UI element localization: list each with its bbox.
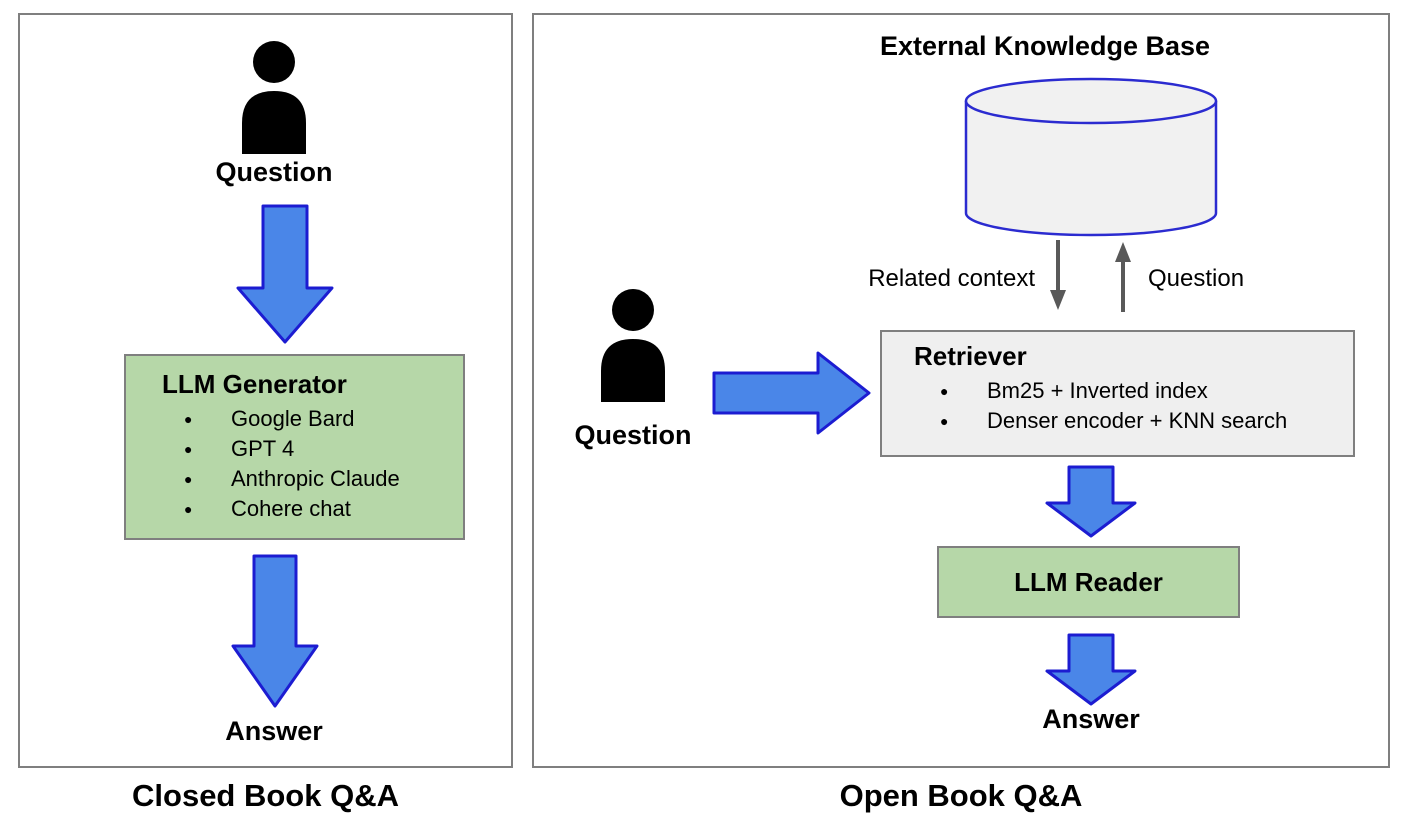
knowledge-base-title: External Knowledge Base [879,31,1211,61]
question-label: Question [215,157,333,187]
llm-reader-title: LLM Reader [1014,566,1163,597]
closed-book-caption: Closed Book Q&A [132,778,399,813]
list-item: Google Bard [126,404,463,434]
list-item: GPT 4 [126,434,463,464]
down-arrow-icon [1045,633,1137,706]
answer-label: Answer [225,716,323,746]
list-item: Cohere chat [126,494,463,524]
list-item: Denser encoder + KNN search [882,406,1353,436]
answer-label: Answer [1042,704,1140,734]
open-book-caption: Open Book Q&A [839,778,1083,813]
gray-up-arrow-icon [1115,242,1131,312]
gray-down-arrow-icon [1050,240,1066,310]
user-question-label: Question [574,420,692,450]
llm-generator-box: LLM Generator Google Bard GPT 4 Anthropi… [124,354,465,540]
llm-generator-list: Google Bard GPT 4 Anthropic Claude Coher… [126,404,463,524]
person-icon [242,41,306,154]
kb-question-label: Question [1148,265,1245,292]
retriever-title: Retriever [914,341,1027,371]
down-arrow-icon [236,204,334,344]
closed-book-panel: Question LLM Generator Google Bard GPT 4… [18,13,513,768]
list-item: Anthropic Claude [126,464,463,494]
open-book-panel: External Knowledge Base Related context … [532,13,1390,768]
llm-reader-box: LLM Reader [937,546,1240,618]
down-arrow-icon [231,554,319,708]
retriever-list: Bm25 + Inverted index Denser encoder + K… [882,376,1353,436]
retriever-box: Retriever Bm25 + Inverted index Denser e… [880,330,1355,457]
llm-generator-title: LLM Generator [162,369,347,399]
down-arrow-icon [1045,465,1137,538]
person-icon [601,289,665,402]
right-arrow-icon [712,351,871,435]
list-item: Bm25 + Inverted index [882,376,1353,406]
database-cylinder-icon [964,77,1218,237]
related-context-label: Related context [868,265,1035,292]
